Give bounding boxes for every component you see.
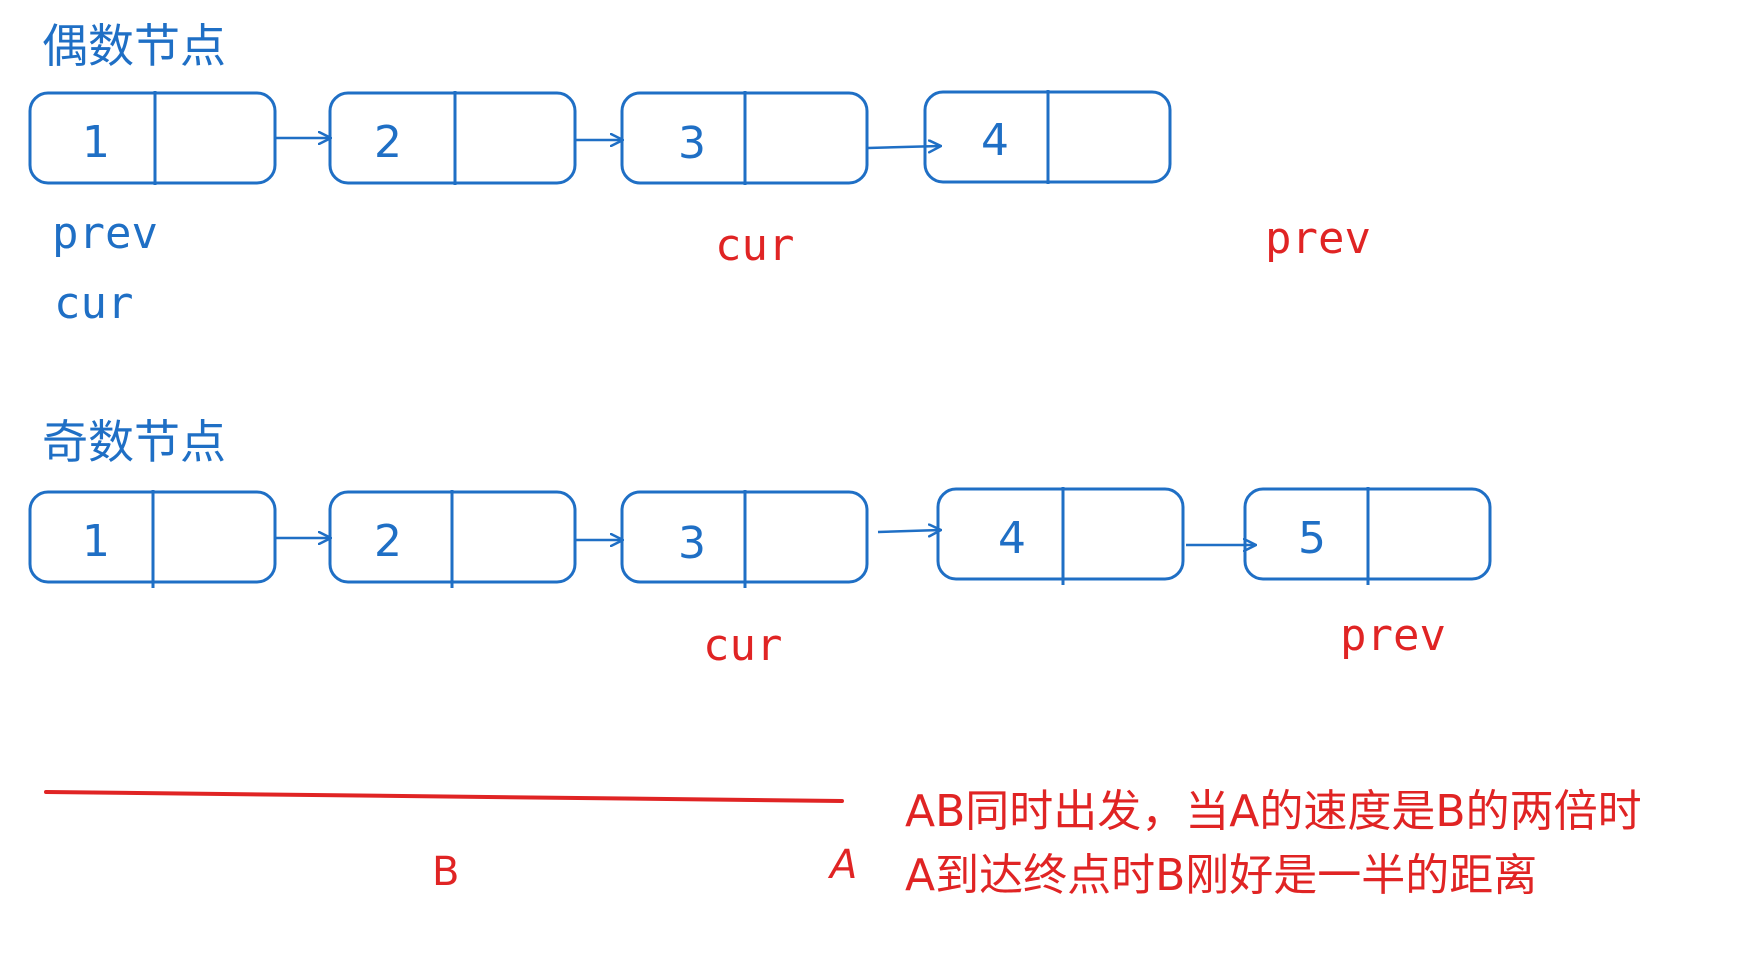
label-a: A <box>827 842 857 888</box>
even-cur-label: cur <box>715 220 794 271</box>
even-node-3: 3 <box>620 91 869 185</box>
arrow <box>877 530 940 532</box>
node-box <box>28 91 277 185</box>
node-value: 4 <box>981 115 1009 166</box>
node-value: 3 <box>678 118 706 169</box>
odd-node-2: 2 <box>328 490 577 588</box>
node-value: 5 <box>1298 513 1326 564</box>
even-prev-label: prev <box>1265 213 1371 264</box>
even-node-2: 2 <box>328 91 577 185</box>
node-value: 1 <box>82 516 110 567</box>
even-node-4: 4 <box>923 90 1172 184</box>
label-b: B <box>432 849 459 895</box>
odd-cur-label: cur <box>703 620 782 671</box>
speed-note-line-1: AB同时出发，当A的速度是B的两倍时 <box>905 786 1642 837</box>
even-section-title: 偶数节点 <box>42 19 226 73</box>
odd-prev-label: prev <box>1340 610 1446 661</box>
node-box <box>328 91 577 185</box>
node-value: 2 <box>374 516 402 567</box>
node-box <box>936 487 1185 581</box>
node-value: 4 <box>998 513 1026 564</box>
node-value: 2 <box>374 117 402 168</box>
arrow <box>867 146 940 148</box>
node-value: 1 <box>82 117 110 168</box>
odd-section-title: 奇数节点 <box>42 415 226 469</box>
even-list: 1 2 3 4 <box>28 90 1172 185</box>
even-prev-label-start: prev <box>52 208 158 259</box>
node-value: 3 <box>678 518 706 569</box>
odd-list: 1 2 3 4 5 <box>28 487 1492 588</box>
even-node-1: 1 <box>28 91 277 185</box>
odd-node-1: 1 <box>28 490 277 588</box>
odd-node-5: 5 <box>1243 487 1492 585</box>
even-cur-label-start: cur <box>54 278 133 329</box>
speed-note-line-2: A到达终点时B刚好是一半的距离 <box>905 850 1537 901</box>
distance-line <box>44 790 844 803</box>
odd-node-3: 3 <box>620 490 869 588</box>
odd-node-4: 4 <box>936 487 1185 585</box>
